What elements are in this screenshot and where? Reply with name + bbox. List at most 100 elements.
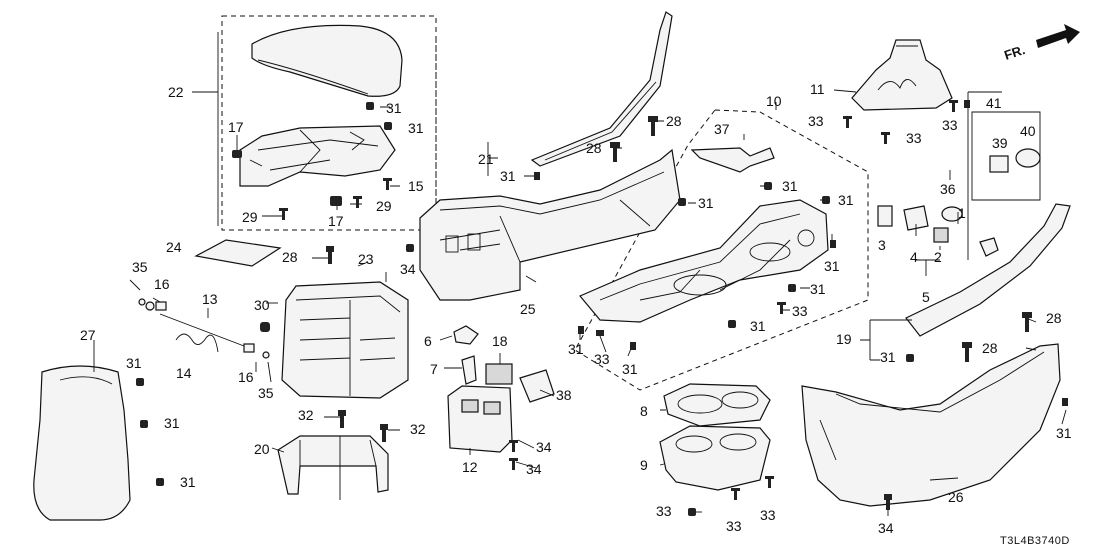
callout-35a: 35	[132, 259, 148, 275]
callout-31a: 31	[386, 100, 402, 116]
callout-34a: 34	[400, 261, 416, 277]
fasteners	[136, 100, 1068, 516]
socket-cover	[453, 325, 555, 403]
callout-31o: 31	[880, 349, 896, 365]
callout-34b: 34	[536, 439, 552, 455]
cup-holder	[659, 383, 771, 491]
callout-3: 3	[878, 237, 886, 253]
callout-31k: 31	[622, 361, 638, 377]
front-direction-label: FR.	[1002, 42, 1027, 63]
callout-33a: 33	[808, 113, 824, 129]
callout-29b: 29	[376, 198, 392, 214]
callout-21: 21	[478, 151, 494, 167]
console-panel	[579, 199, 829, 323]
callout-31m: 31	[164, 415, 180, 431]
callout-23: 23	[358, 251, 374, 267]
lid-rod-and-spring	[138, 298, 270, 359]
callout-34d: 34	[878, 520, 894, 536]
callout-36: 36	[940, 181, 956, 197]
callout-20: 20	[254, 441, 270, 457]
callout-31d: 31	[698, 195, 714, 211]
callout-33g: 33	[726, 518, 742, 534]
callout-28d: 28	[1046, 310, 1062, 326]
callout-27: 27	[80, 327, 96, 343]
front-direction-arrow-icon	[1036, 24, 1080, 48]
callout-32a: 32	[298, 407, 314, 423]
callout-31c: 31	[500, 168, 516, 184]
callout-33h: 33	[760, 507, 776, 523]
callout-16a: 16	[154, 276, 170, 292]
callout-28b: 28	[586, 140, 602, 156]
callout-33c: 33	[942, 117, 958, 133]
callout-19: 19	[836, 331, 852, 347]
callout-4: 4	[910, 249, 918, 265]
shift-boot	[851, 39, 953, 111]
callout-7: 7	[430, 361, 438, 377]
callout-16b: 16	[238, 369, 254, 385]
callout-13: 13	[202, 291, 218, 307]
callout-28a: 28	[666, 113, 682, 129]
armrest-base	[239, 125, 396, 187]
callout-32b: 32	[410, 421, 426, 437]
callout-40: 40	[1020, 123, 1036, 139]
support-bracket	[277, 435, 389, 500]
callout-41: 41	[986, 95, 1002, 111]
callout-31n: 31	[180, 474, 196, 490]
callout-5: 5	[922, 289, 930, 305]
console-bracket	[281, 281, 409, 399]
callout-28e: 28	[982, 340, 998, 356]
callout-35b: 35	[258, 385, 274, 401]
main-console-body	[419, 148, 681, 301]
trim-plate	[690, 147, 775, 173]
rear-panel	[33, 365, 131, 521]
callout-31l: 31	[126, 355, 142, 371]
callout-17a: 17	[228, 119, 244, 135]
armrest-lid	[251, 24, 403, 97]
callout-31h: 31	[810, 281, 826, 297]
callout-24: 24	[166, 239, 182, 255]
right-side-rail	[905, 203, 1071, 337]
callout-31e: 31	[782, 178, 798, 194]
callout-33f: 33	[656, 503, 672, 519]
callout-38: 38	[556, 387, 572, 403]
upper-side-rail	[530, 11, 673, 167]
callout-25: 25	[520, 301, 536, 317]
tray-mat	[194, 239, 282, 267]
callout-2: 2	[934, 249, 942, 265]
callout-37: 37	[714, 121, 730, 137]
callout-34c: 34	[526, 461, 542, 477]
callout-9: 9	[640, 457, 648, 473]
callout-1: 1	[958, 205, 966, 221]
callout-31f: 31	[838, 192, 854, 208]
callout-11: 11	[810, 81, 825, 97]
callout-8: 8	[640, 403, 648, 419]
callout-31p: 31	[1056, 425, 1072, 441]
diagram-code: T3L4B3740D	[1000, 535, 1070, 547]
callout-labels: 1 2 3 4 5 6 7 8 9 10 11 12 13 14 15 16 1…	[80, 42, 1072, 547]
callout-31g: 31	[824, 258, 840, 274]
callout-10: 10	[766, 93, 782, 109]
callout-31i: 31	[750, 318, 766, 334]
callout-6: 6	[424, 333, 432, 349]
switch-panel	[447, 385, 513, 453]
callout-28c: 28	[282, 249, 298, 265]
callout-15: 15	[408, 178, 424, 194]
callout-39: 39	[992, 135, 1008, 151]
callout-29a: 29	[242, 209, 258, 225]
callout-22: 22	[168, 84, 184, 100]
callout-18: 18	[492, 333, 508, 349]
callout-30: 30	[254, 297, 270, 313]
callout-12: 12	[462, 459, 478, 475]
lower-side-panel	[801, 343, 1061, 507]
callout-33b: 33	[906, 130, 922, 146]
callout-14: 14	[176, 365, 192, 381]
callout-33e: 33	[594, 351, 610, 367]
armrest-group-box	[221, 15, 437, 231]
callout-17b: 17	[328, 213, 344, 229]
accessory-group-bracket	[967, 91, 1041, 260]
callout-31b: 31	[408, 120, 424, 136]
callout-26: 26	[948, 489, 964, 505]
callout-31j: 31	[568, 341, 584, 357]
